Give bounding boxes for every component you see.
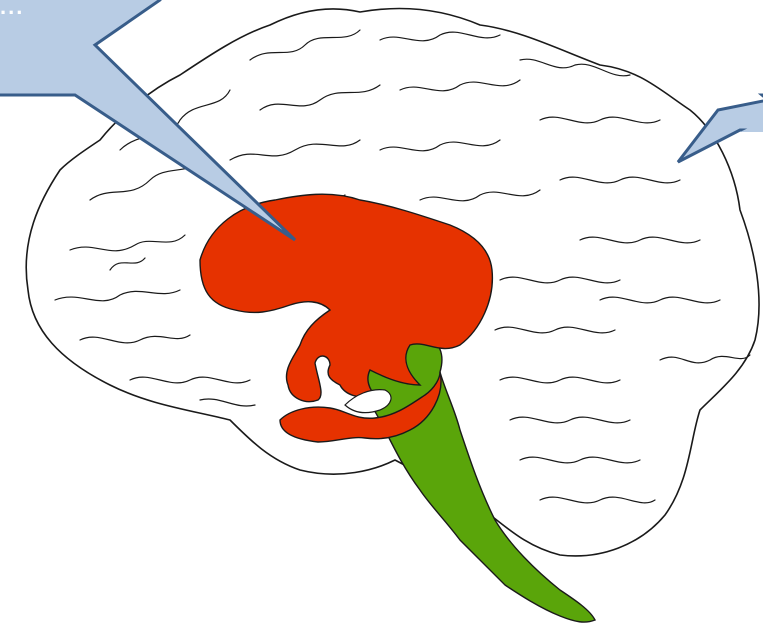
left-callout-text: ...: [0, 0, 24, 20]
